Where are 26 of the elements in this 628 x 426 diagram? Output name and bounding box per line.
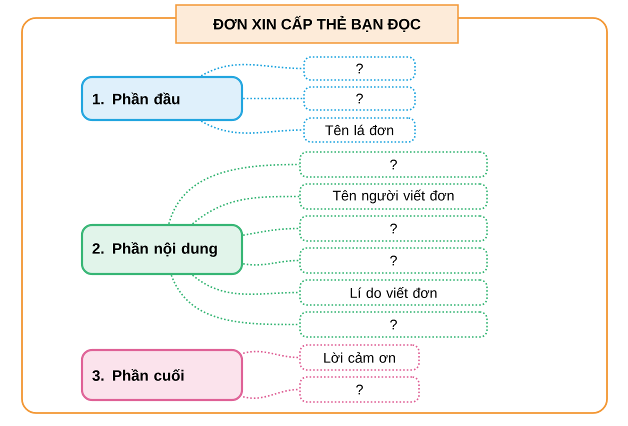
connector-line (242, 388, 300, 399)
section-box: 2. Phần nội dung (80, 224, 244, 276)
title-banner: ĐƠN XIN CẤP THẺ BẠN ĐỌC (175, 4, 459, 44)
connector-line (192, 274, 300, 295)
connector-line (242, 350, 300, 358)
answer-box: ? (303, 56, 416, 81)
answer-box: Tên lá đơn (303, 117, 416, 143)
answer-box: Tên người viết đơn (299, 183, 488, 210)
connector-line (200, 64, 304, 77)
connector-line (242, 228, 300, 236)
answer-box: Lí do viết đơn (299, 279, 488, 306)
connector-line (168, 164, 300, 224)
connector-line (200, 120, 304, 134)
answer-box: ? (299, 311, 488, 338)
answer-box: ? (299, 376, 420, 403)
answer-box: ? (299, 215, 488, 242)
section-box: 3. Phần cuối (80, 348, 244, 402)
answer-box: ? (303, 86, 416, 111)
connector-line (243, 260, 300, 266)
answer-box: ? (299, 151, 488, 178)
connector-line (192, 196, 300, 225)
connector-line (243, 98, 304, 100)
answer-box: ? (299, 247, 488, 274)
section-box: 1. Phần đầu (80, 76, 244, 122)
connector-line (170, 274, 300, 326)
answer-box: Lời cảm ơn (299, 344, 420, 371)
